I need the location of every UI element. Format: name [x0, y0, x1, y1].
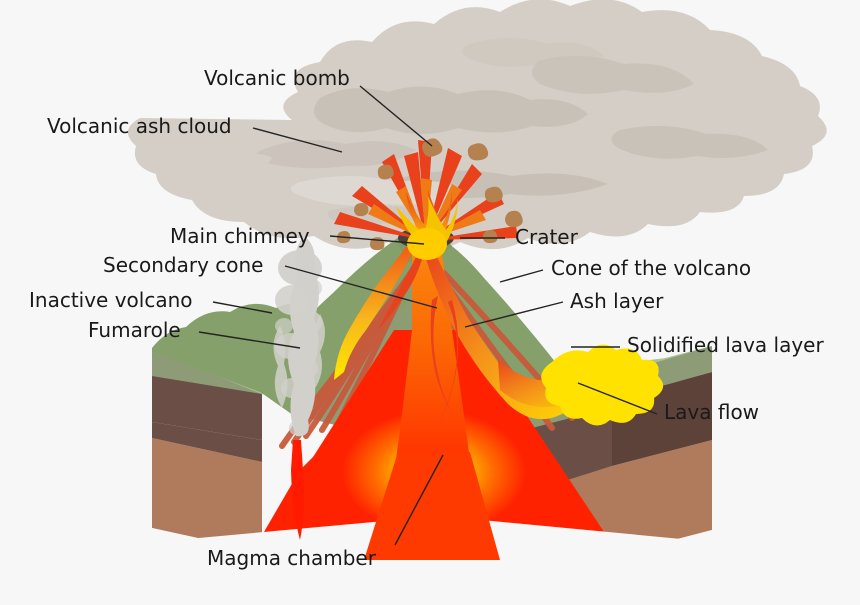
label-volcanic-bomb: Volcanic bomb	[204, 66, 350, 90]
leader-line-main-chimney	[329, 235, 425, 245]
eruption-plume	[334, 140, 518, 260]
label-inactive-volcano: Inactive volcano	[29, 288, 193, 312]
lava-channels	[334, 244, 664, 426]
label-solidified-lava: Solidified lava layer	[627, 333, 824, 357]
leader-line-volcanic-ash-cloud	[252, 127, 343, 153]
leader-line-ash-layer	[464, 301, 564, 328]
leader-line-magma-chamber	[394, 454, 444, 546]
leader-line-volcanic-bomb	[359, 85, 433, 147]
bomb-2	[467, 143, 489, 161]
lava-flow-pool	[541, 344, 664, 426]
bomb-5	[354, 203, 369, 217]
leader-lines	[198, 85, 658, 546]
fumarole	[273, 236, 325, 540]
leader-line-secondary-cone	[284, 265, 438, 309]
eruption-core-glow	[407, 228, 447, 260]
lava-channel-left	[334, 244, 414, 380]
rock-layer-dark-left	[152, 374, 262, 440]
label-main-chimney: Main chimney	[170, 224, 310, 248]
rock-layer-dark-left-edge	[152, 422, 262, 462]
rock-layer-light-left	[152, 438, 262, 552]
leader-line-lava-flow	[577, 382, 658, 415]
leader-line-inactive-volcano	[212, 301, 273, 314]
fumarole-vent	[291, 440, 304, 540]
label-ash-layer: Ash layer	[570, 289, 664, 313]
bomb-3	[377, 164, 394, 180]
label-volcanic-ash-cloud: Volcanic ash cloud	[47, 114, 232, 138]
chimney-base-flare	[364, 452, 500, 560]
label-fumarole: Fumarole	[88, 318, 181, 342]
bomb-6	[505, 210, 523, 228]
leader-line-cone-of-the-volcano	[499, 269, 544, 283]
cutaway-front-plane	[0, 516, 860, 605]
label-lava-flow: Lava flow	[664, 400, 760, 424]
bomb-4	[484, 186, 503, 203]
bomb-1	[422, 138, 443, 157]
lava-vein-left	[430, 296, 456, 420]
bomb-7	[483, 230, 498, 244]
magma-chamber	[0, 330, 860, 605]
fumarole-steam	[273, 236, 325, 437]
leader-line-fumarole	[198, 331, 301, 349]
label-secondary-cone: Secondary cone	[103, 253, 264, 277]
label-magma-chamber: Magma chamber	[207, 546, 376, 570]
label-cone-of-the-volcano: Cone of the volcano	[551, 256, 752, 280]
label-crater: Crater	[515, 225, 578, 249]
rock-layer-light-right-face	[612, 440, 712, 556]
lava-channel-left-hot	[378, 248, 424, 330]
